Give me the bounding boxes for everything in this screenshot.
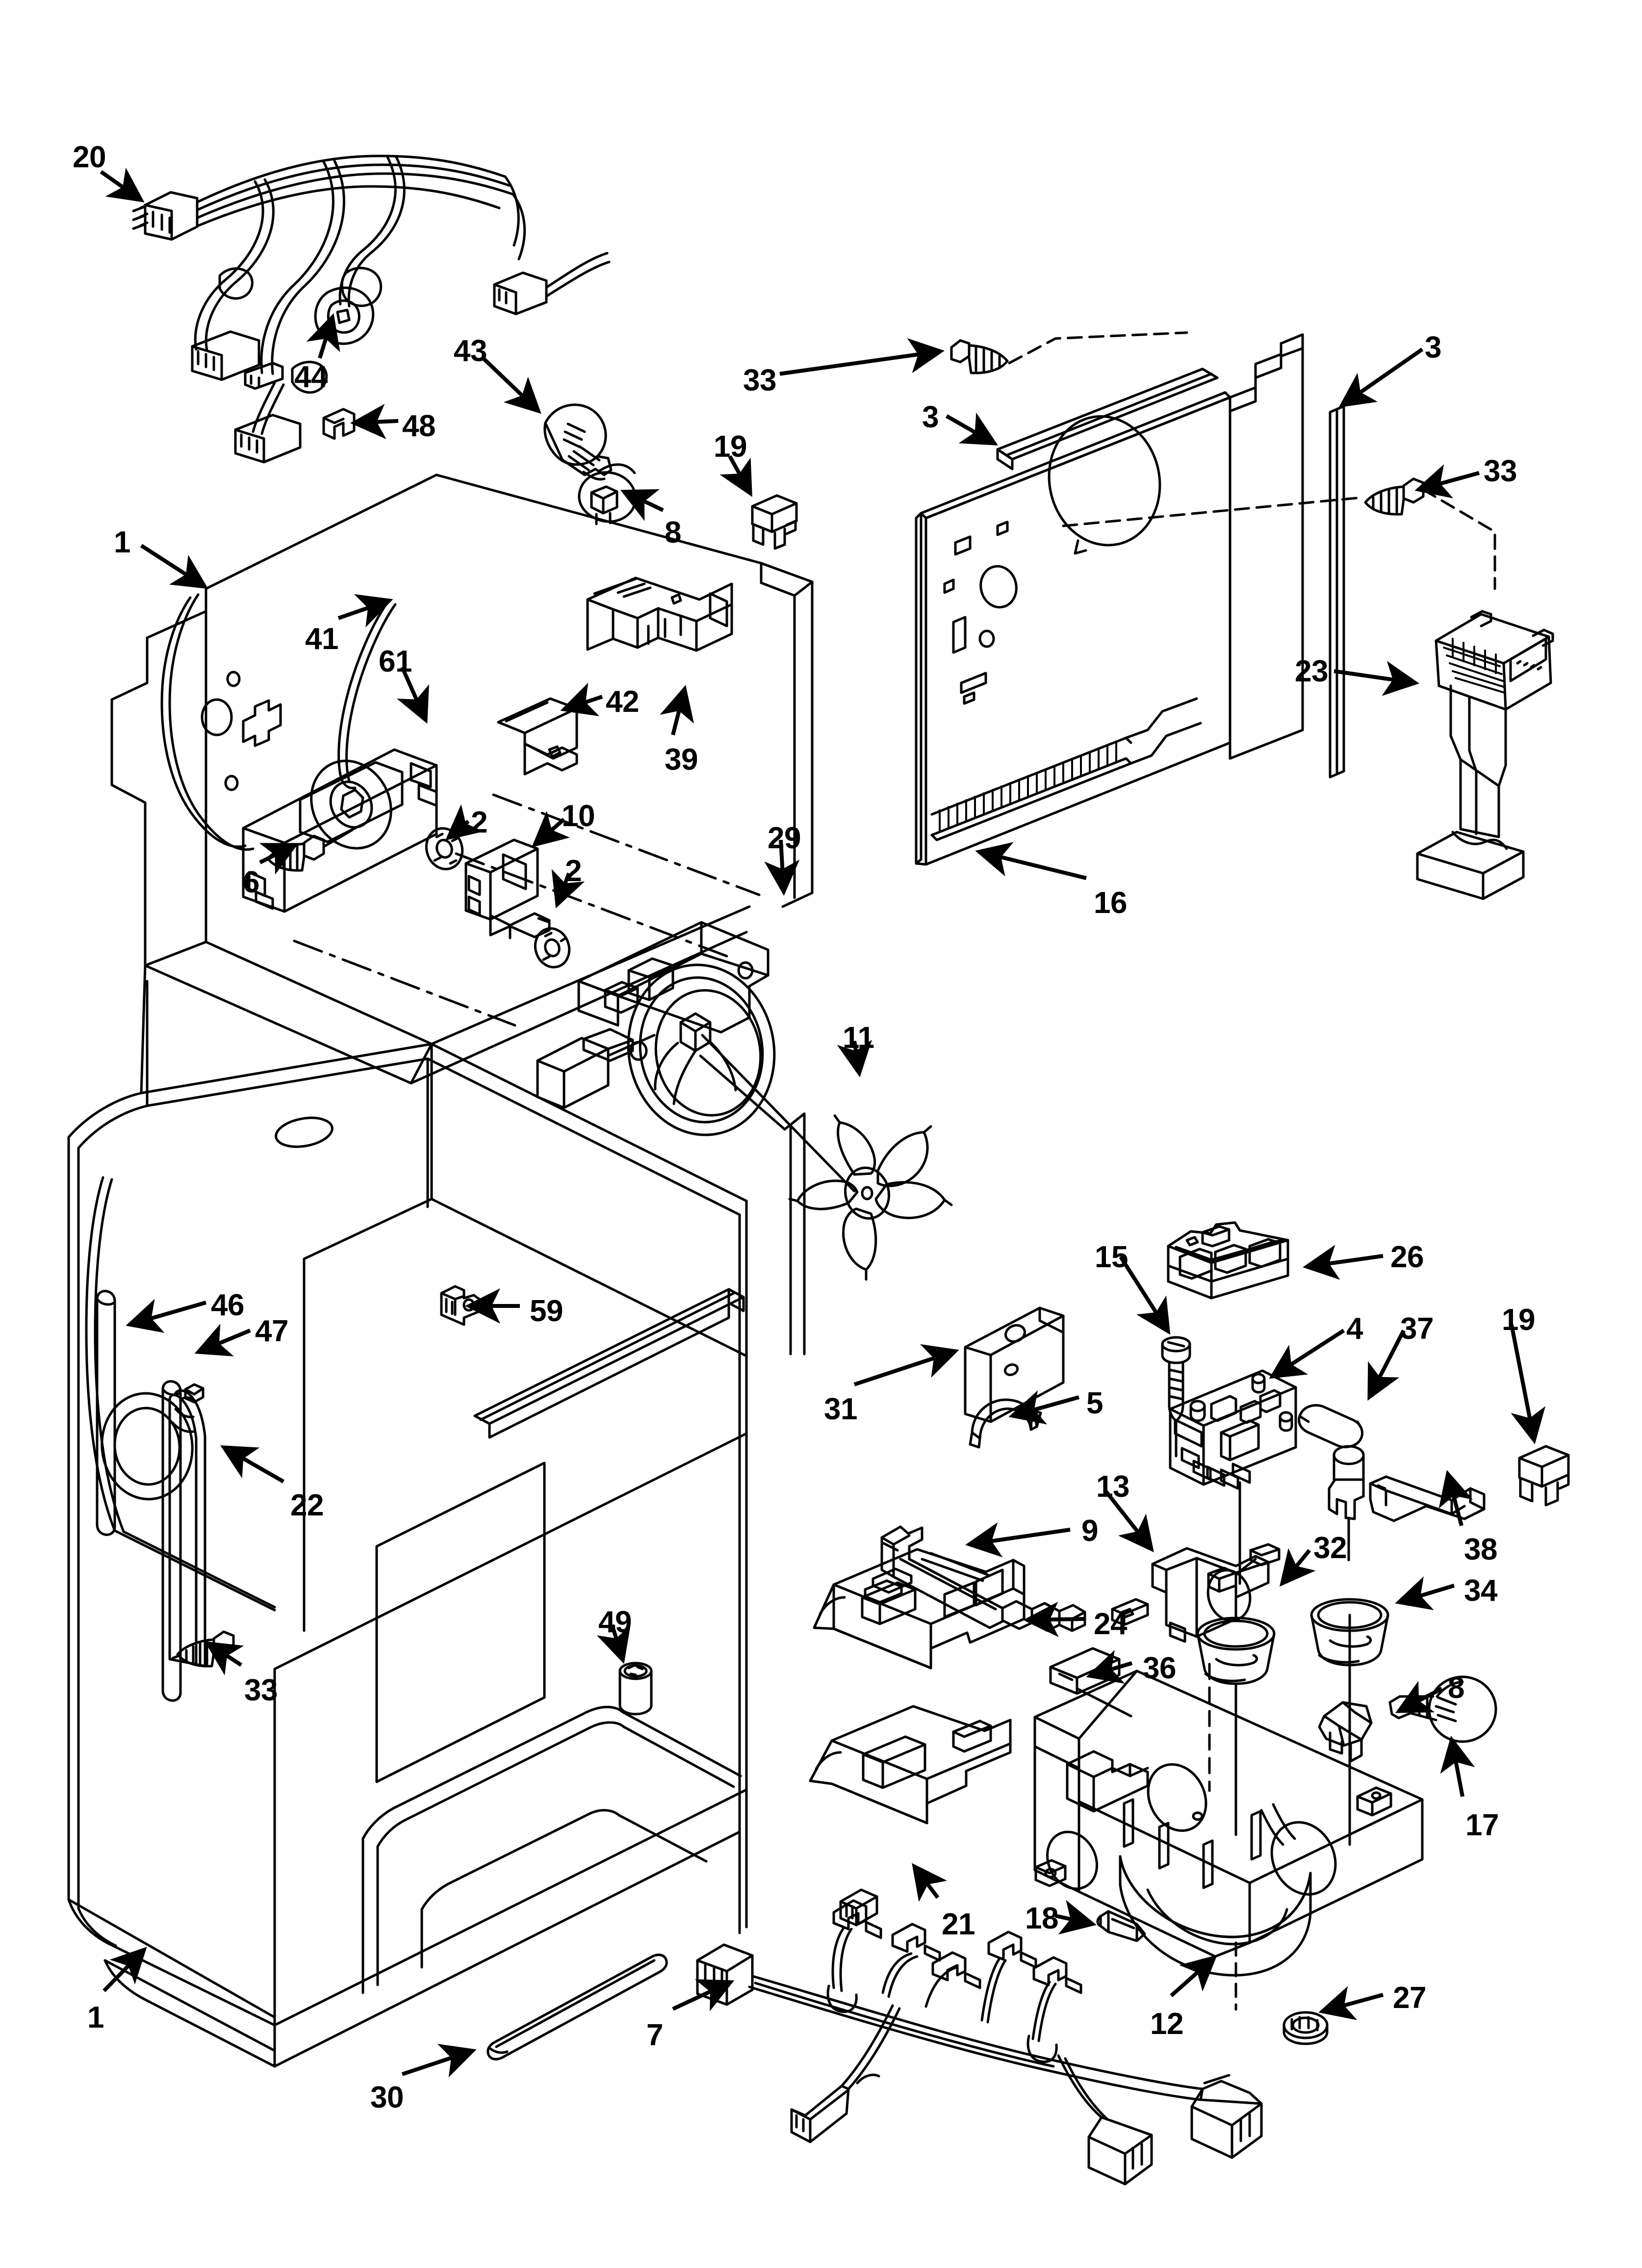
callout-number-17[interactable]: 17 bbox=[1465, 1808, 1499, 1842]
part-divider-29 bbox=[536, 921, 776, 1136]
callout-number-27[interactable]: 27 bbox=[1393, 1981, 1426, 2015]
part-connector-19a bbox=[751, 494, 798, 550]
part-fuse-18 bbox=[1096, 1910, 1146, 1942]
callout-number-9[interactable]: 9 bbox=[1081, 1514, 1098, 1548]
callout-number-15[interactable]: 15 bbox=[1095, 1240, 1128, 1274]
callout-number-12[interactable]: 12 bbox=[1150, 2007, 1183, 2041]
part-wiring-harness-upper bbox=[132, 155, 611, 464]
callout-number-5[interactable]: 5 bbox=[1086, 1386, 1103, 1420]
callout-number-30[interactable]: 30 bbox=[370, 2081, 404, 2114]
part-gasket-3a bbox=[996, 367, 1219, 470]
part-screw-33b bbox=[1364, 477, 1425, 516]
callout-number-38[interactable]: 38 bbox=[1464, 1533, 1497, 1566]
callout-number-1[interactable]: 1 bbox=[114, 525, 130, 559]
part-dispenser-housing-23 bbox=[1416, 610, 1554, 900]
callout-number-49[interactable]: 49 bbox=[598, 1605, 632, 1639]
callout-number-36[interactable]: 36 bbox=[1143, 1651, 1176, 1685]
callout-number-7[interactable]: 7 bbox=[646, 2018, 663, 2052]
callout-number-33[interactable]: 33 bbox=[1484, 454, 1517, 488]
callout-number-3[interactable]: 3 bbox=[922, 400, 939, 434]
part-freezer-liner-16 bbox=[915, 333, 1304, 866]
callout-number-2[interactable]: 2 bbox=[565, 854, 582, 888]
alignment-line-33a bbox=[1008, 331, 1188, 365]
callout-number-41[interactable]: 41 bbox=[305, 622, 338, 656]
part-bushing-49 bbox=[618, 1662, 653, 1716]
callout-number-32[interactable]: 32 bbox=[1313, 1531, 1347, 1565]
part-tube-30 bbox=[487, 1954, 668, 2060]
callout-number-59[interactable]: 59 bbox=[530, 1294, 563, 1328]
callout-number-1[interactable]: 1 bbox=[87, 2001, 104, 2034]
part-gasket-3b bbox=[1329, 405, 1345, 779]
callout-number-18[interactable]: 18 bbox=[1025, 1902, 1058, 1935]
part-insulation-31 bbox=[964, 1306, 1065, 1423]
part-control-board-4 bbox=[1169, 1369, 1297, 1585]
callout-number-6[interactable]: 6 bbox=[243, 865, 259, 899]
callout-number-8[interactable]: 8 bbox=[1448, 1671, 1464, 1705]
part-connector-19b bbox=[1518, 1445, 1570, 1507]
part-auger-arm-37 bbox=[1298, 1404, 1365, 1562]
callout-number-24[interactable]: 24 bbox=[1094, 1607, 1127, 1641]
part-screw-33a bbox=[950, 339, 1009, 374]
part-control-panel-26 bbox=[1167, 1221, 1289, 1300]
callout-number-33[interactable]: 33 bbox=[743, 364, 776, 397]
callout-number-29[interactable]: 29 bbox=[768, 821, 801, 855]
part-wiring-harness-lower bbox=[696, 1888, 1263, 2186]
callout-number-46[interactable]: 46 bbox=[211, 1288, 244, 1322]
callout-number-34[interactable]: 34 bbox=[1464, 1574, 1497, 1608]
callout-number-42[interactable]: 42 bbox=[606, 685, 639, 719]
callout-number-37[interactable]: 37 bbox=[1400, 1312, 1434, 1346]
part-air-duct-39 bbox=[586, 576, 733, 652]
part-clip-48 bbox=[322, 408, 356, 440]
callout-number-48[interactable]: 48 bbox=[402, 409, 436, 443]
callout-number-16[interactable]: 16 bbox=[1094, 886, 1127, 920]
part-retainer-clip-5 bbox=[969, 1398, 1042, 1449]
part-cover-plate-36 bbox=[1049, 1647, 1132, 1718]
part-light-socket-17 bbox=[1318, 1701, 1373, 1763]
part-fan-blade-11 bbox=[788, 1114, 953, 1281]
callout-number-10[interactable]: 10 bbox=[562, 799, 595, 833]
callout-number-23[interactable]: 23 bbox=[1295, 654, 1328, 688]
callout-number-39[interactable]: 39 bbox=[665, 743, 698, 777]
callout-number-8[interactable]: 8 bbox=[665, 516, 681, 549]
part-retainer-nut-27 bbox=[1283, 2011, 1329, 2045]
part-linkage-38 bbox=[1369, 1475, 1486, 1522]
callout-number-20[interactable]: 20 bbox=[73, 140, 106, 174]
part-knob-2b bbox=[534, 927, 571, 968]
callout-number-33[interactable]: 33 bbox=[244, 1673, 278, 1707]
part-cabinet-lower bbox=[67, 964, 748, 2068]
part-dispenser-base-12 bbox=[1033, 1669, 1424, 1977]
callout-number-61[interactable]: 61 bbox=[379, 645, 412, 678]
callout-number-26[interactable]: 26 bbox=[1390, 1240, 1424, 1274]
callout-number-4[interactable]: 4 bbox=[1346, 1312, 1363, 1346]
callout-number-2[interactable]: 2 bbox=[471, 806, 487, 839]
part-foam-baffle-21 bbox=[809, 1705, 1012, 1825]
part-thermostat-10 bbox=[464, 838, 551, 939]
callout-number-13[interactable]: 13 bbox=[1096, 1470, 1129, 1504]
callout-leaders bbox=[100, 167, 1546, 2078]
part-rail-tube-46 bbox=[96, 1290, 116, 1536]
callout-number-43[interactable]: 43 bbox=[454, 334, 487, 368]
callout-number-22[interactable]: 22 bbox=[290, 1488, 324, 1522]
callout-number-11[interactable]: 11 bbox=[843, 1021, 874, 1055]
callout-number-3[interactable]: 3 bbox=[1425, 331, 1441, 365]
part-cabinet-upper bbox=[110, 473, 814, 1085]
part-switch-bracket-13 bbox=[1111, 1543, 1281, 1643]
callout-number-19[interactable]: 19 bbox=[1502, 1303, 1535, 1337]
callout-number-47[interactable]: 47 bbox=[255, 1314, 288, 1348]
part-knob-2a bbox=[425, 827, 464, 870]
callout-number-19[interactable]: 19 bbox=[714, 430, 747, 464]
callout-number-44[interactable]: 44 bbox=[294, 360, 328, 394]
part-light-bulb-43 bbox=[543, 403, 613, 481]
cut-line-upper bbox=[293, 793, 761, 1027]
callout-number-31[interactable]: 31 bbox=[824, 1392, 857, 1426]
callout-number-21[interactable]: 21 bbox=[942, 1907, 975, 1941]
alignment-line-33b bbox=[1062, 488, 1496, 590]
